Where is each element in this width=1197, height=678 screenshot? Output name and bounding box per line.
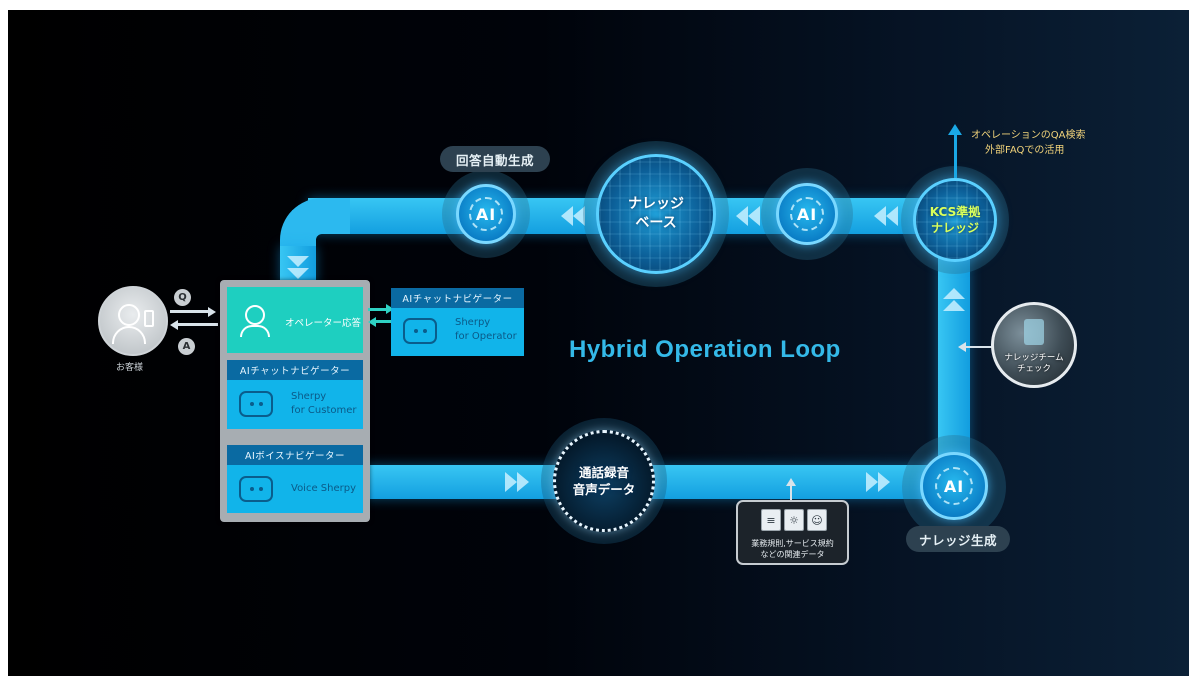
answer-arrow-head [170, 320, 178, 330]
flow-chevron [736, 206, 748, 226]
diagram-title: Hybrid Operation Loop [569, 336, 841, 363]
flow-chevron [886, 206, 898, 226]
ai-answer-node: AI [456, 184, 516, 244]
qa-note-line2: 外部FAQでの活用 [985, 145, 1065, 156]
question-arrow-head [208, 307, 216, 317]
ai-middle-label: AI [789, 196, 825, 232]
call-line1: 通話録音 [578, 465, 629, 480]
team-check-arrow-head [958, 342, 966, 352]
kcs-line2: ナレッジ [930, 221, 979, 235]
ai-answer-label: AI [469, 197, 503, 231]
chat-nav-customer-sub: for Customer [291, 405, 357, 416]
team-check-arrow [964, 346, 992, 348]
flow-chevron [874, 206, 886, 226]
ai-middle-node: AI [776, 183, 838, 245]
chat-nav-customer-name: Sherpy [291, 391, 327, 402]
export-arrow-head [948, 124, 962, 135]
team-check-photo: ナレッジチーム チェック [991, 302, 1077, 388]
kcs-line1: KCS準拠 [929, 205, 981, 219]
flow-chevron [943, 288, 965, 299]
flow-chevron [561, 206, 573, 226]
flow-chevron [287, 268, 309, 279]
idea-icon: ☼ [784, 509, 804, 531]
from-operator-nav-head [368, 317, 376, 327]
answer-badge: A [178, 338, 195, 355]
operator-headset-icon [245, 305, 265, 325]
chat-nav-operator-sub: for Operator [455, 331, 517, 342]
document-icon: ≡ [761, 509, 781, 531]
flow-chevron [748, 206, 760, 226]
flow-chevron [943, 300, 965, 311]
data-note-line2: などの関連データ [760, 550, 825, 559]
bottom-track [363, 465, 963, 499]
related-data-box: ≡ ☼ ☺ 業務規則,サービス規約 などの関連データ [736, 500, 849, 565]
chat-bot-icon [403, 318, 437, 344]
customer-label: お客様 [116, 363, 144, 373]
operator-label: オペレーター応答 [285, 318, 362, 329]
customer-avatar [98, 286, 168, 356]
qa-note: オペレーションのQA検索 外部FAQでの活用 [971, 128, 1086, 158]
answer-arrow [178, 323, 218, 326]
kcs-knowledge-node: KCS準拠 ナレッジ [913, 178, 997, 262]
data-note-line1: 業務規則,サービス規約 [751, 539, 834, 548]
export-arrow-line [954, 134, 957, 178]
question-badge: Q [174, 289, 191, 306]
to-operator-nav-head [386, 304, 394, 314]
from-operator-nav-arrow [375, 320, 394, 323]
circuit-pattern [599, 157, 713, 271]
flow-chevron [505, 472, 517, 492]
data-arrow-line [790, 484, 792, 504]
flow-chevron [573, 206, 585, 226]
call-recording-node: 通話録音 音声データ [553, 430, 655, 532]
question-arrow [170, 310, 208, 313]
ai-generate-label: AI [934, 466, 974, 506]
chat-bot-icon [239, 391, 273, 417]
circuit-pattern [916, 181, 994, 259]
chat-bot-icon [239, 476, 273, 502]
team-note-line2: チェック [1016, 364, 1051, 374]
data-arrow-head [786, 478, 796, 486]
chat-nav-operator-card: AIチャットナビゲーター Sherpy for Operator [391, 288, 524, 356]
chat-nav-customer-card: AIチャットナビゲーター Sherpy for Customer [227, 360, 363, 429]
team-note-line1: ナレッジチーム [1004, 353, 1064, 363]
voice-nav-card: AIボイスナビゲーター Voice Sherpy [227, 445, 363, 513]
flow-chevron [866, 472, 878, 492]
profile-icon: ☺ [807, 509, 827, 531]
operator-card: オペレーター応答 [227, 287, 363, 353]
to-operator-nav-arrow [368, 308, 388, 311]
flow-chevron [287, 256, 309, 267]
knowledge-generation-pill: ナレッジ生成 [906, 526, 1010, 552]
chat-nav-operator-header: AIチャットナビゲーター [391, 288, 524, 308]
chat-nav-customer-header: AIチャットナビゲーター [227, 360, 363, 380]
flow-chevron [878, 472, 890, 492]
knowledge-base-node: ナレッジ ベース [596, 154, 716, 274]
ai-generate-node: AI [920, 452, 988, 520]
qa-note-line1: オペレーションのQA検索 [971, 130, 1086, 141]
chat-nav-operator-name: Sherpy [455, 317, 491, 328]
voice-nav-header: AIボイスナビゲーター [227, 445, 363, 465]
flow-chevron [517, 472, 529, 492]
person-phone-icon [118, 304, 140, 326]
voice-nav-name: Voice Sherpy [291, 483, 357, 494]
knowledge-base-line2: ベース [635, 215, 677, 231]
answer-generation-pill: 回答自動生成 [440, 146, 550, 172]
call-line2: 音声データ [572, 482, 636, 497]
team-photo-figure [1024, 319, 1044, 345]
knowledge-base-line1: ナレッジ [628, 196, 684, 212]
diagram-canvas: AI ナレッジ ベース AI KCS準拠 ナレッジ 通話録音 音声データ AI … [8, 10, 1189, 676]
